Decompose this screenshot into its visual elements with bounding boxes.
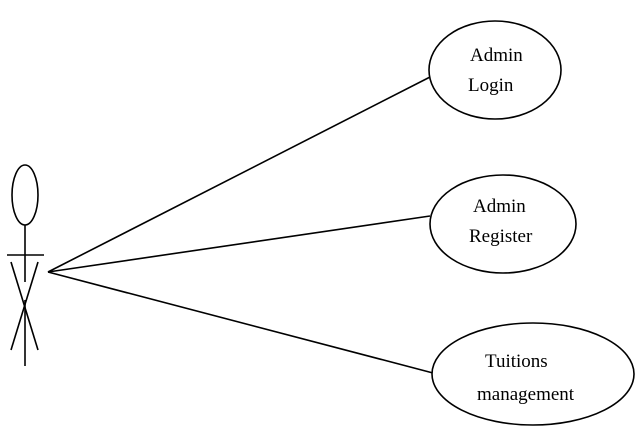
use-case-admin-register-label-line2: Register	[469, 226, 533, 247]
use-case-admin-register[interactable]: Admin Register	[429, 174, 577, 274]
use-case-tuitions-management-label-line2: management	[477, 384, 575, 405]
associations	[47, 75, 434, 374]
use-case-tuitions-management-ellipse	[431, 322, 635, 426]
use-case-admin-login-label-line1: Admin	[470, 45, 523, 66]
use-case-admin-login[interactable]: Admin Login	[428, 20, 562, 120]
association-tuitions-management	[47, 271, 434, 374]
actor	[7, 164, 44, 366]
use-case-admin-login-ellipse	[428, 20, 562, 120]
use-case-tuitions-management[interactable]: Tuitions management	[431, 322, 635, 426]
association-admin-login	[47, 75, 433, 273]
use-case-admin-register-ellipse	[429, 174, 577, 274]
use-case-admin-register-label-line1: Admin	[473, 196, 526, 217]
actor-head	[11, 164, 39, 226]
association-admin-register	[47, 215, 431, 273]
use-case-admin-login-label-line2: Login	[468, 75, 514, 96]
use-case-tuitions-management-label-line1: Tuitions	[485, 351, 548, 372]
